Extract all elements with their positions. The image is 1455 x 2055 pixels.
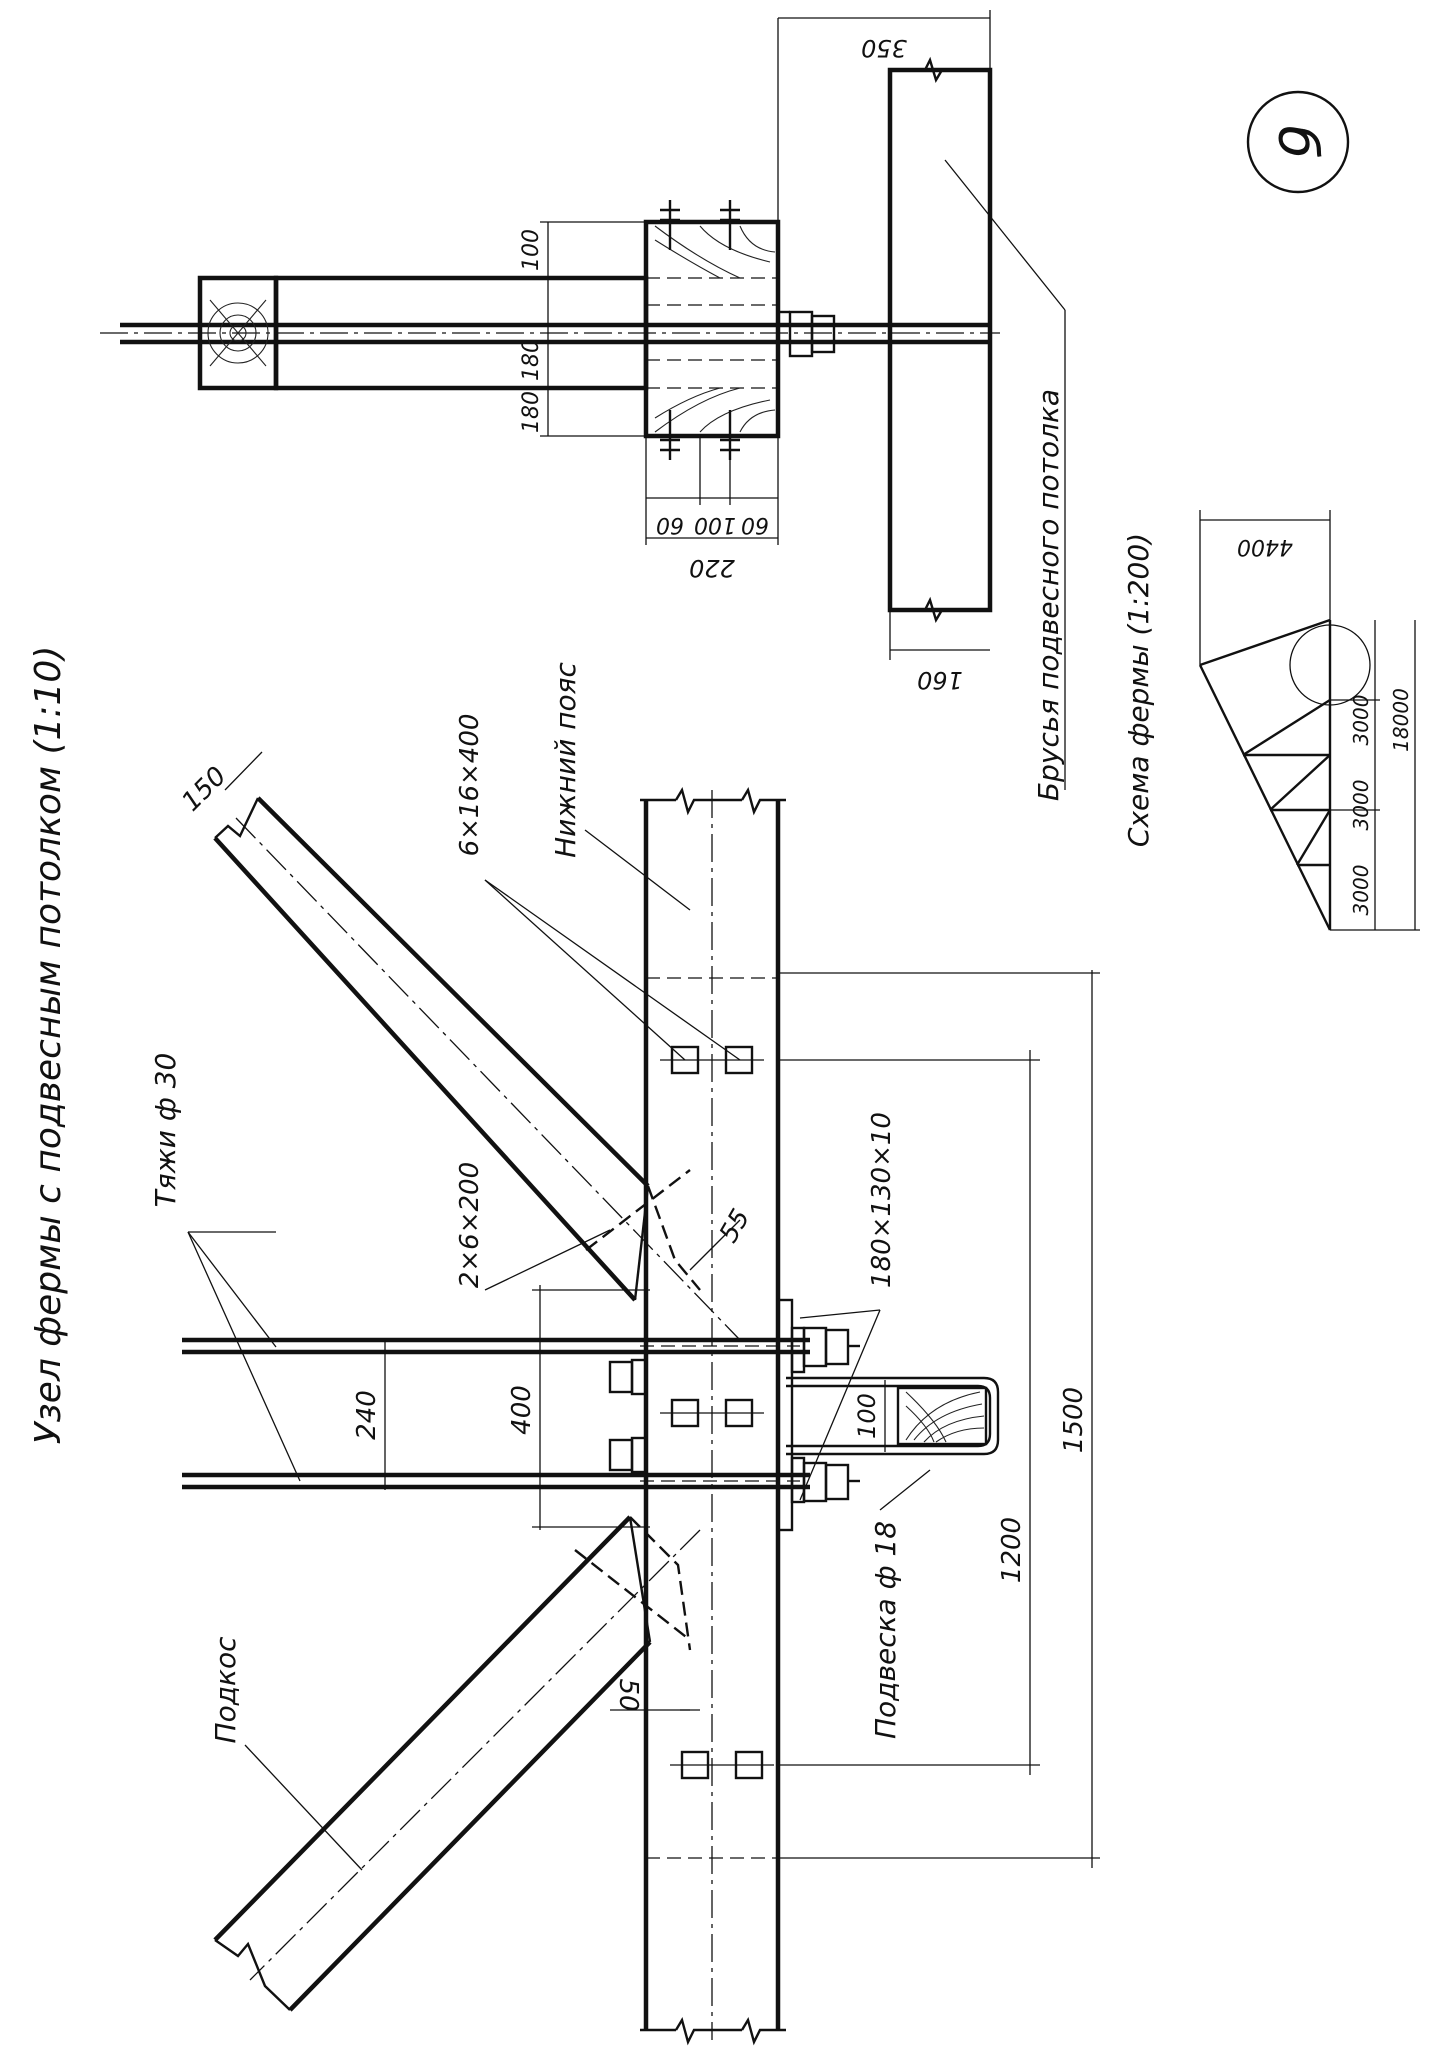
dim-18000: 18000 xyxy=(1389,688,1413,752)
upper-diagonal xyxy=(213,796,741,1341)
dim-1500: 1500 xyxy=(1059,1387,1089,1453)
dims-side xyxy=(540,10,991,660)
dim-150: 150 xyxy=(176,761,232,817)
dim-180-a: 180 xyxy=(519,339,544,381)
side-section xyxy=(100,56,1000,623)
tie-rod-left xyxy=(182,1326,860,1396)
dim-100-b: 100 xyxy=(694,512,736,537)
dim-60-a: 60 xyxy=(656,512,684,537)
sheet-number-circle xyxy=(1246,90,1350,194)
dim-50: 50 xyxy=(613,1678,643,1711)
dim-180-b: 180 xyxy=(519,391,544,433)
dim-1200: 1200 xyxy=(997,1517,1027,1583)
label-podveska: Подвеска ф 18 xyxy=(869,1521,902,1739)
dim-55: 55 xyxy=(714,1204,757,1248)
dim-400: 400 xyxy=(507,1385,537,1435)
dim-3000-a: 3000 xyxy=(1349,695,1373,746)
dim-3000-c: 3000 xyxy=(1349,865,1373,916)
tie-rod-right xyxy=(182,1436,860,1503)
dim-220: 220 xyxy=(689,554,735,582)
bottom-chord xyxy=(640,786,786,2046)
sheet-number: б xyxy=(1267,125,1330,158)
dim-3000-b: 3000 xyxy=(1349,780,1373,831)
label-podkos: Подкос xyxy=(209,1636,242,1744)
bolt-group-middle xyxy=(660,1398,764,1428)
dim-350: 350 xyxy=(861,34,907,62)
bolt-group-bottom xyxy=(670,1750,774,1780)
bearing-washer xyxy=(776,1298,794,1532)
dims-main xyxy=(224,751,1100,1868)
page-title: Узел фермы с подвесным потолком (1:10) xyxy=(28,646,69,1445)
dim-100-main: 100 xyxy=(853,1393,881,1439)
label-tyazhi: Тяжи ф 30 xyxy=(149,1053,182,1208)
label-schema: Схема фермы (1:200) xyxy=(1122,533,1155,847)
dim-160: 160 xyxy=(917,666,963,694)
truss-scheme xyxy=(1198,510,1420,931)
dim-100-side: 100 xyxy=(519,229,544,271)
label-plate-6x16x400: 6×16×400 xyxy=(455,714,485,857)
label-brusya: Брусья подвесного потолка xyxy=(1032,389,1065,801)
label-washer-180x130x10: 180×130×10 xyxy=(867,1112,897,1288)
bolt-group-top xyxy=(660,1045,764,1075)
dim-60-b: 60 xyxy=(741,512,769,537)
label-plate-2x6x200: 2×6×200 xyxy=(455,1162,485,1288)
lower-diagonal xyxy=(213,1515,701,2012)
dim-240: 240 xyxy=(352,1390,382,1440)
label-nizhniy-poyas: Нижний пояс xyxy=(549,662,582,858)
hanger-stirrup xyxy=(786,1376,1000,1456)
leaders-main xyxy=(187,829,931,1871)
dim-4400: 4400 xyxy=(1237,534,1293,559)
